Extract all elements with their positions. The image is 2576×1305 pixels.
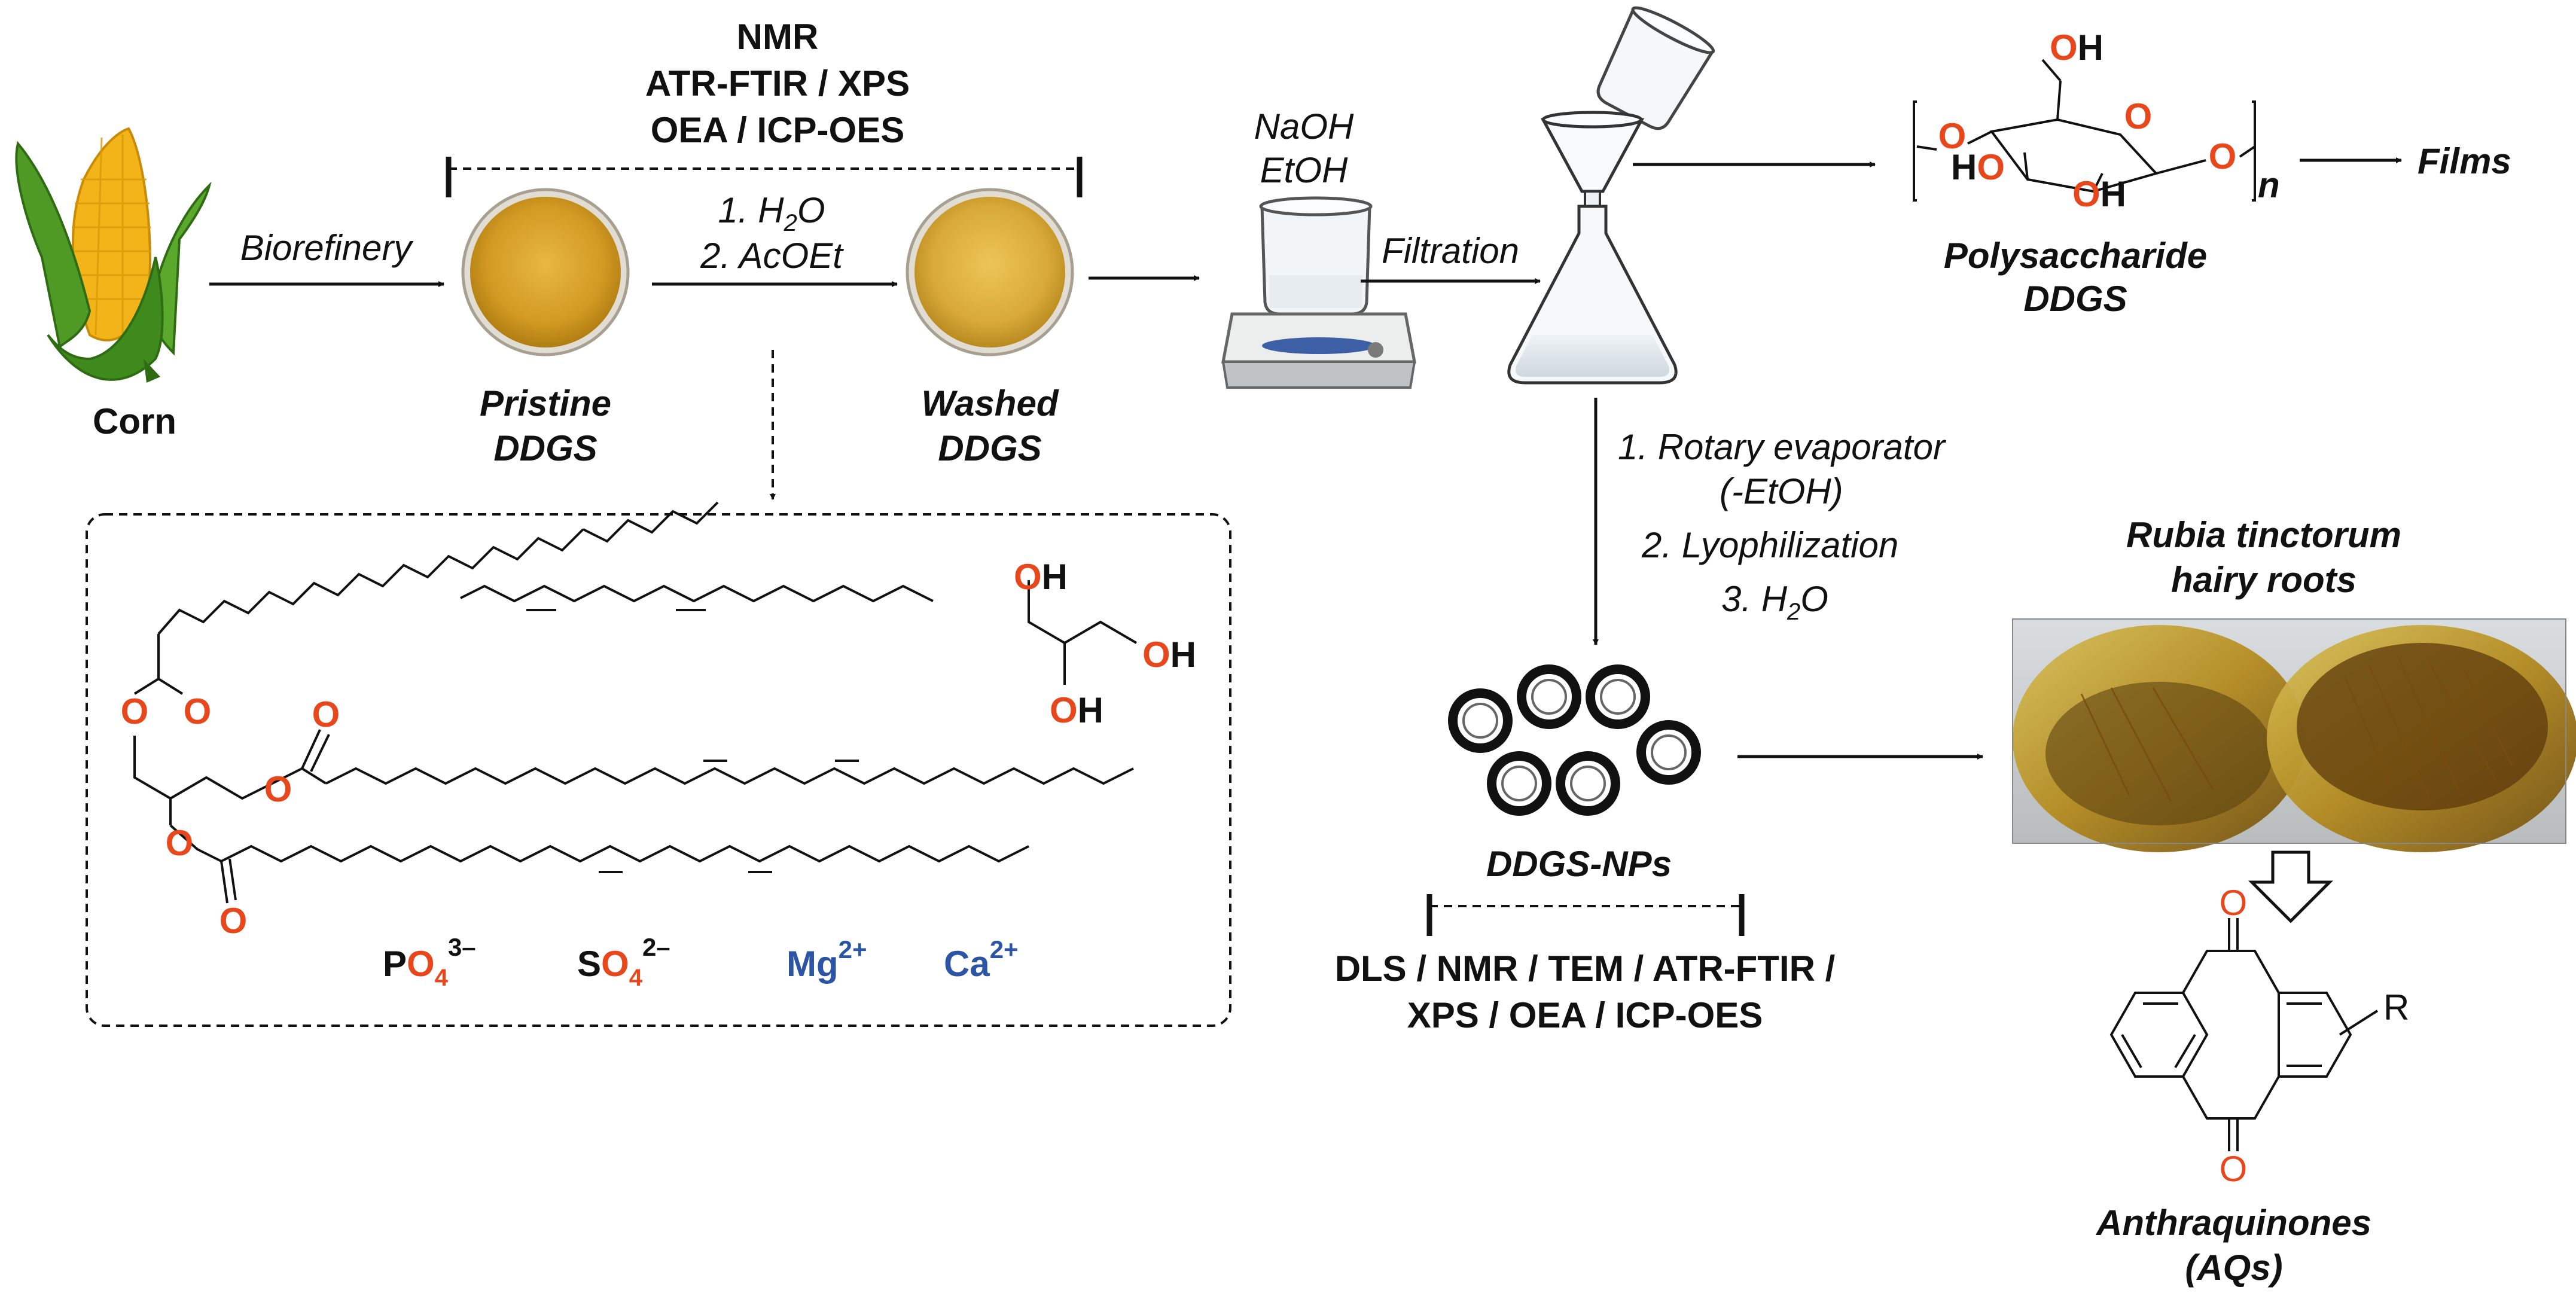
step-water: 3. H2O <box>1721 579 1828 625</box>
films-label: Films <box>2418 141 2511 181</box>
aq-o-bottom: O <box>2220 1149 2248 1189</box>
tg-o-6: O <box>220 901 248 941</box>
wash-step2: 2. AcOEt <box>700 236 844 276</box>
pouring-beaker-icon <box>1596 6 1715 130</box>
step-rotary-2: (-EtOH) <box>1720 471 1843 511</box>
analysis-np-bracket <box>1426 894 1745 936</box>
poly-ring-o: O <box>2124 96 2153 136</box>
corn-label: Corn <box>93 401 176 441</box>
pristine-label-line1: Pristine <box>480 383 611 423</box>
analysis-top-line2: ATR-FTIR / XPS <box>645 63 910 103</box>
polysaccharide-label-line2: DDGS <box>2023 279 2127 319</box>
glycerol-oh-3: OH <box>1050 690 1103 730</box>
glycerol-structure <box>1028 580 1138 685</box>
filtration-flask-icon <box>1507 111 1678 385</box>
polysaccharide-structure <box>1913 59 2256 202</box>
rubia-label-line2: hairy roots <box>2171 560 2356 600</box>
wash-step1: 1. H2O <box>718 190 825 236</box>
glycerol-oh-1: OH <box>1014 557 1068 597</box>
to-aq-open-arrow <box>2248 850 2334 923</box>
triglyceride-structure <box>133 501 1134 904</box>
analysis-np-line1: DLS / NMR / TEM / ATR-FTIR / <box>1335 949 1836 989</box>
poly-repeat-n: n <box>2258 165 2280 205</box>
anthraquinone-structure <box>2109 918 2379 1151</box>
hairy-roots-culture-image <box>2012 618 2576 852</box>
tg-o-5: O <box>166 823 194 863</box>
analysis-top-line3: OEA / ICP-OES <box>651 110 905 150</box>
washed-ddgs-dish <box>906 188 1074 356</box>
sulfate-ion: SO42– <box>577 933 670 991</box>
aq-o-top: O <box>2220 883 2248 923</box>
analysis-top-line1: NMR <box>737 17 819 57</box>
etoh-label: EtOH <box>1260 150 1348 190</box>
analysis-np-line2: XPS / OEA / ICP-OES <box>1407 995 1763 1035</box>
poly-o-right: O <box>2209 136 2237 176</box>
filtration-label: Filtration <box>1382 231 1519 271</box>
pristine-ddgs-dish <box>461 188 630 356</box>
magnesium-ion: Mg2+ <box>786 935 867 984</box>
stirrer-beaker-icon <box>1221 196 1417 389</box>
step-lyophilization: 2. Lyophilization <box>1641 525 1898 565</box>
naoh-label: NaOH <box>1254 106 1354 147</box>
biorefinery-label: Biorefinery <box>240 228 414 268</box>
aq-label-line2: (AQs) <box>2185 1248 2282 1288</box>
analysis-top-bracket <box>446 157 1083 197</box>
poly-oh-top: OH <box>2050 28 2104 68</box>
lipid-composition-box <box>86 513 1231 1027</box>
tg-o-1: O <box>121 691 149 731</box>
step-rotary: 1. Rotary evaporator <box>1618 427 1946 467</box>
poly-oh-bottom: OH <box>2072 174 2126 214</box>
rubia-label-line1: Rubia tinctorum <box>2126 515 2401 555</box>
washed-label-line1: Washed <box>922 383 1059 423</box>
calcium-ion: Ca2+ <box>944 935 1019 984</box>
nanoparticles-icon <box>1448 664 1701 816</box>
polysaccharide-label-line1: Polysaccharide <box>1944 236 2207 276</box>
poly-ho: HO <box>1951 147 2005 187</box>
tg-o-2: O <box>184 691 212 731</box>
aq-label-line1: Anthraquinones <box>2095 1203 2371 1243</box>
tg-o-3: O <box>312 694 340 734</box>
pristine-label-line2: DDGS <box>493 428 597 468</box>
tg-o-4: O <box>264 769 292 809</box>
glycerol-oh-2: OH <box>1142 635 1196 675</box>
poly-o-left: O <box>1938 116 1967 156</box>
nps-label: DDGS-NPs <box>1486 844 1672 884</box>
aq-r-group: R <box>2383 987 2409 1027</box>
washed-label-line2: DDGS <box>938 428 1041 468</box>
phosphate-ion: PO43– <box>383 933 476 991</box>
corn-illustration <box>15 127 212 383</box>
